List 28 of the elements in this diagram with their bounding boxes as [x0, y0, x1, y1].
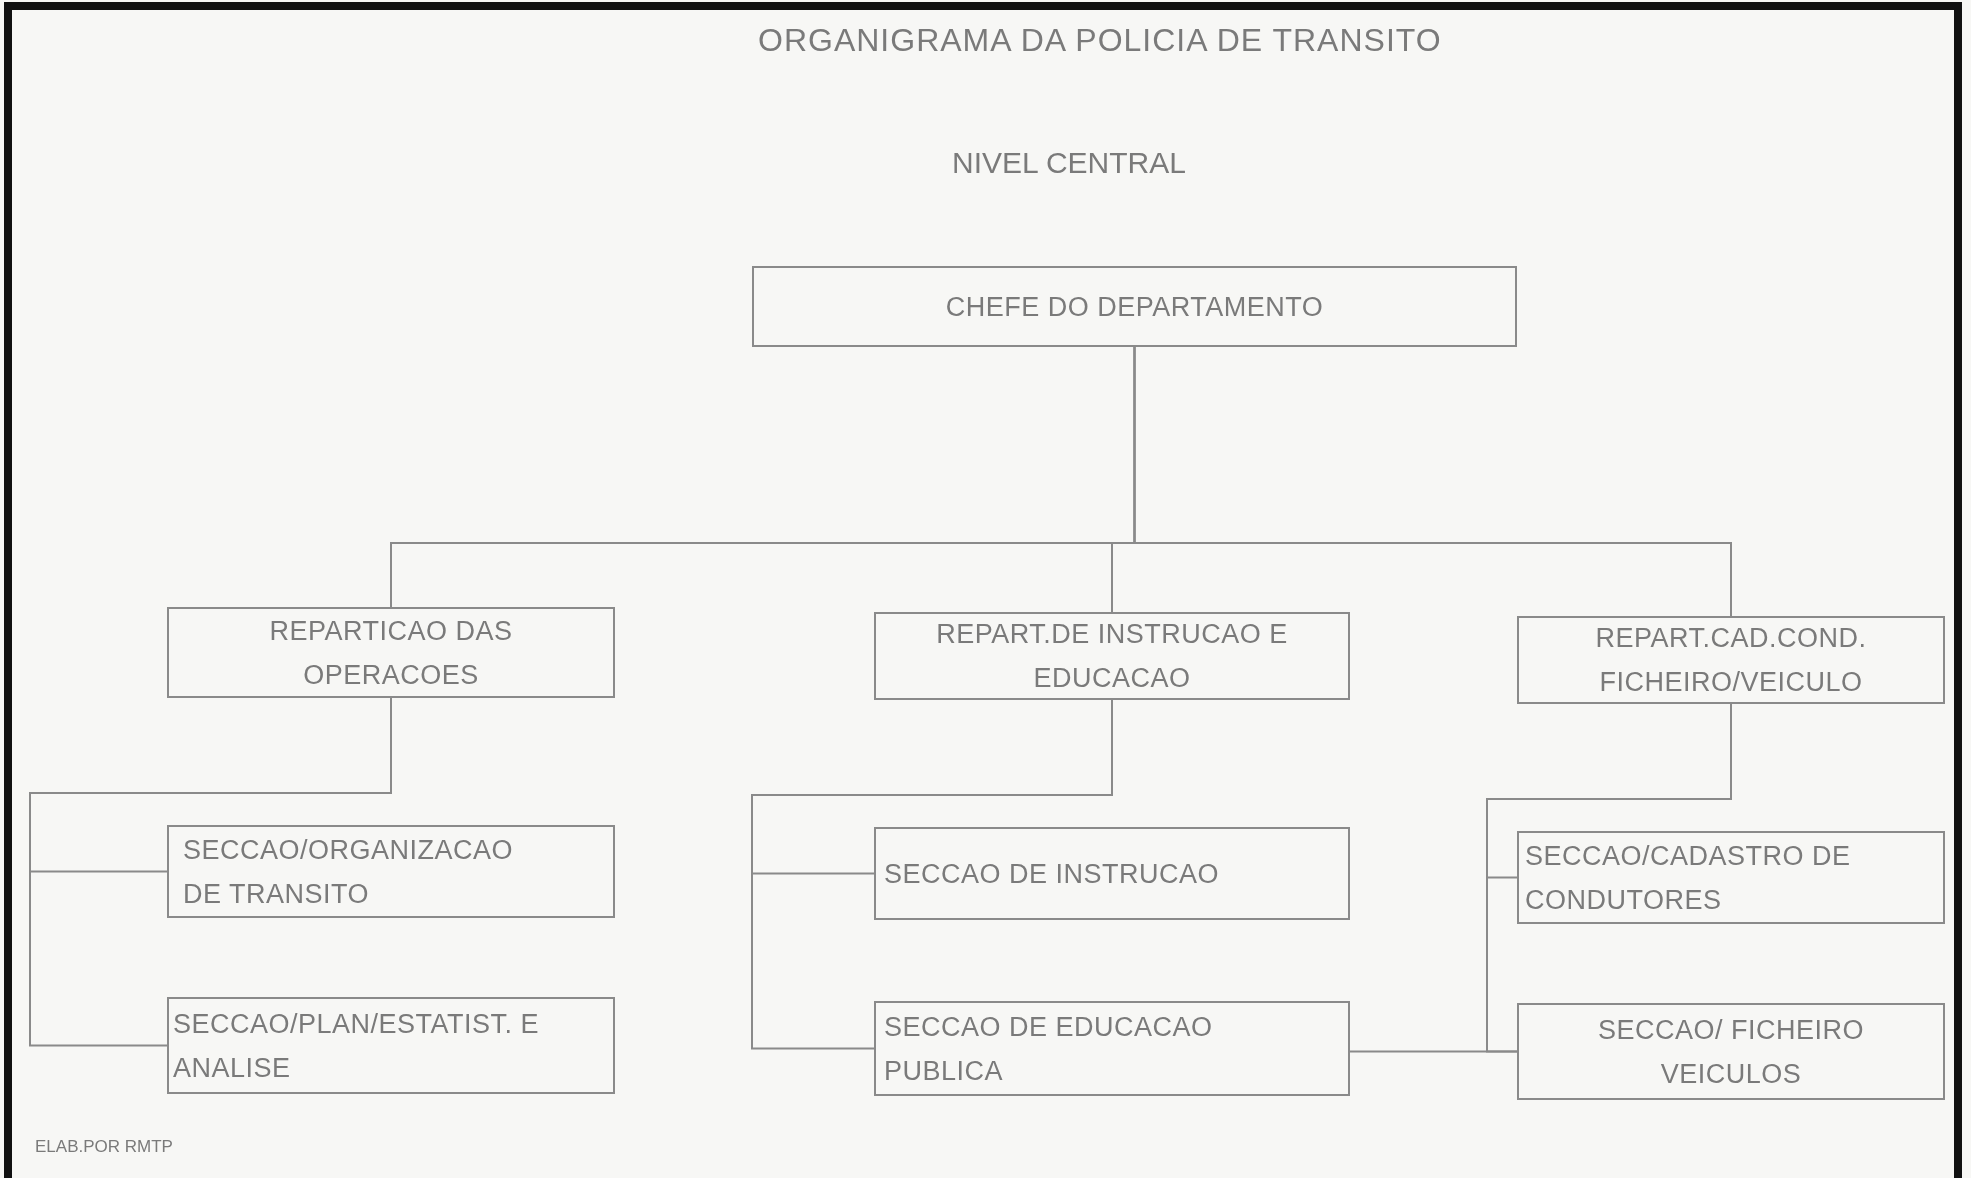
connector-line: [1486, 703, 1732, 1053]
unit-name: SECCAO DE EDUCACAO PUBLICA: [884, 1010, 1214, 1088]
unit-name: SECCAO/ FICHEIRO VEICULOS: [1597, 1013, 1865, 1091]
org-unit-box: [752, 266, 1517, 347]
org-unit-box: [1517, 616, 1945, 704]
chart-title: ORGANIGRAMA DA POLICIA DE TRANSITO: [758, 22, 1442, 59]
connector-line: [751, 699, 1113, 1050]
org-unit-box: [167, 607, 615, 698]
connector-line: [29, 697, 392, 1047]
credit-note: ELAB.POR RMTP: [35, 1137, 173, 1157]
org-unit-box: [874, 1001, 1350, 1096]
org-unit-box: [167, 997, 615, 1094]
unit-name: REPART.DE INSTRUCAO E EDUCACAO: [935, 618, 1289, 695]
connector-line: [1349, 1050, 1518, 1053]
connector-line: [1133, 346, 1732, 617]
unit-name: SECCAO/ORGANIZACAO DE TRANSITO: [183, 833, 515, 911]
unit-name: SECCAO DE INSTRUCAO: [884, 857, 1221, 891]
unit-name: SECCAO/CADASTRO DE CONDUTORES: [1525, 839, 1852, 917]
org-unit-box: [874, 612, 1350, 700]
org-unit-box: [1517, 1003, 1945, 1100]
unit-name: REPART.CAD.COND. FICHEIRO/VEICULO: [1594, 622, 1868, 699]
unit-name: CHEFE DO DEPARTAMENTO: [944, 290, 1325, 324]
org-unit-box: [874, 827, 1350, 920]
subtitle: NIVEL CENTRAL: [952, 146, 1186, 180]
org-unit-box: [167, 825, 615, 918]
org-unit-box: [1517, 831, 1945, 924]
unit-name: SECCAO/PLAN/ESTATIST. E ANALISE: [173, 1007, 541, 1085]
unit-name: REPARTICAO DAS OPERACOES: [268, 614, 514, 692]
